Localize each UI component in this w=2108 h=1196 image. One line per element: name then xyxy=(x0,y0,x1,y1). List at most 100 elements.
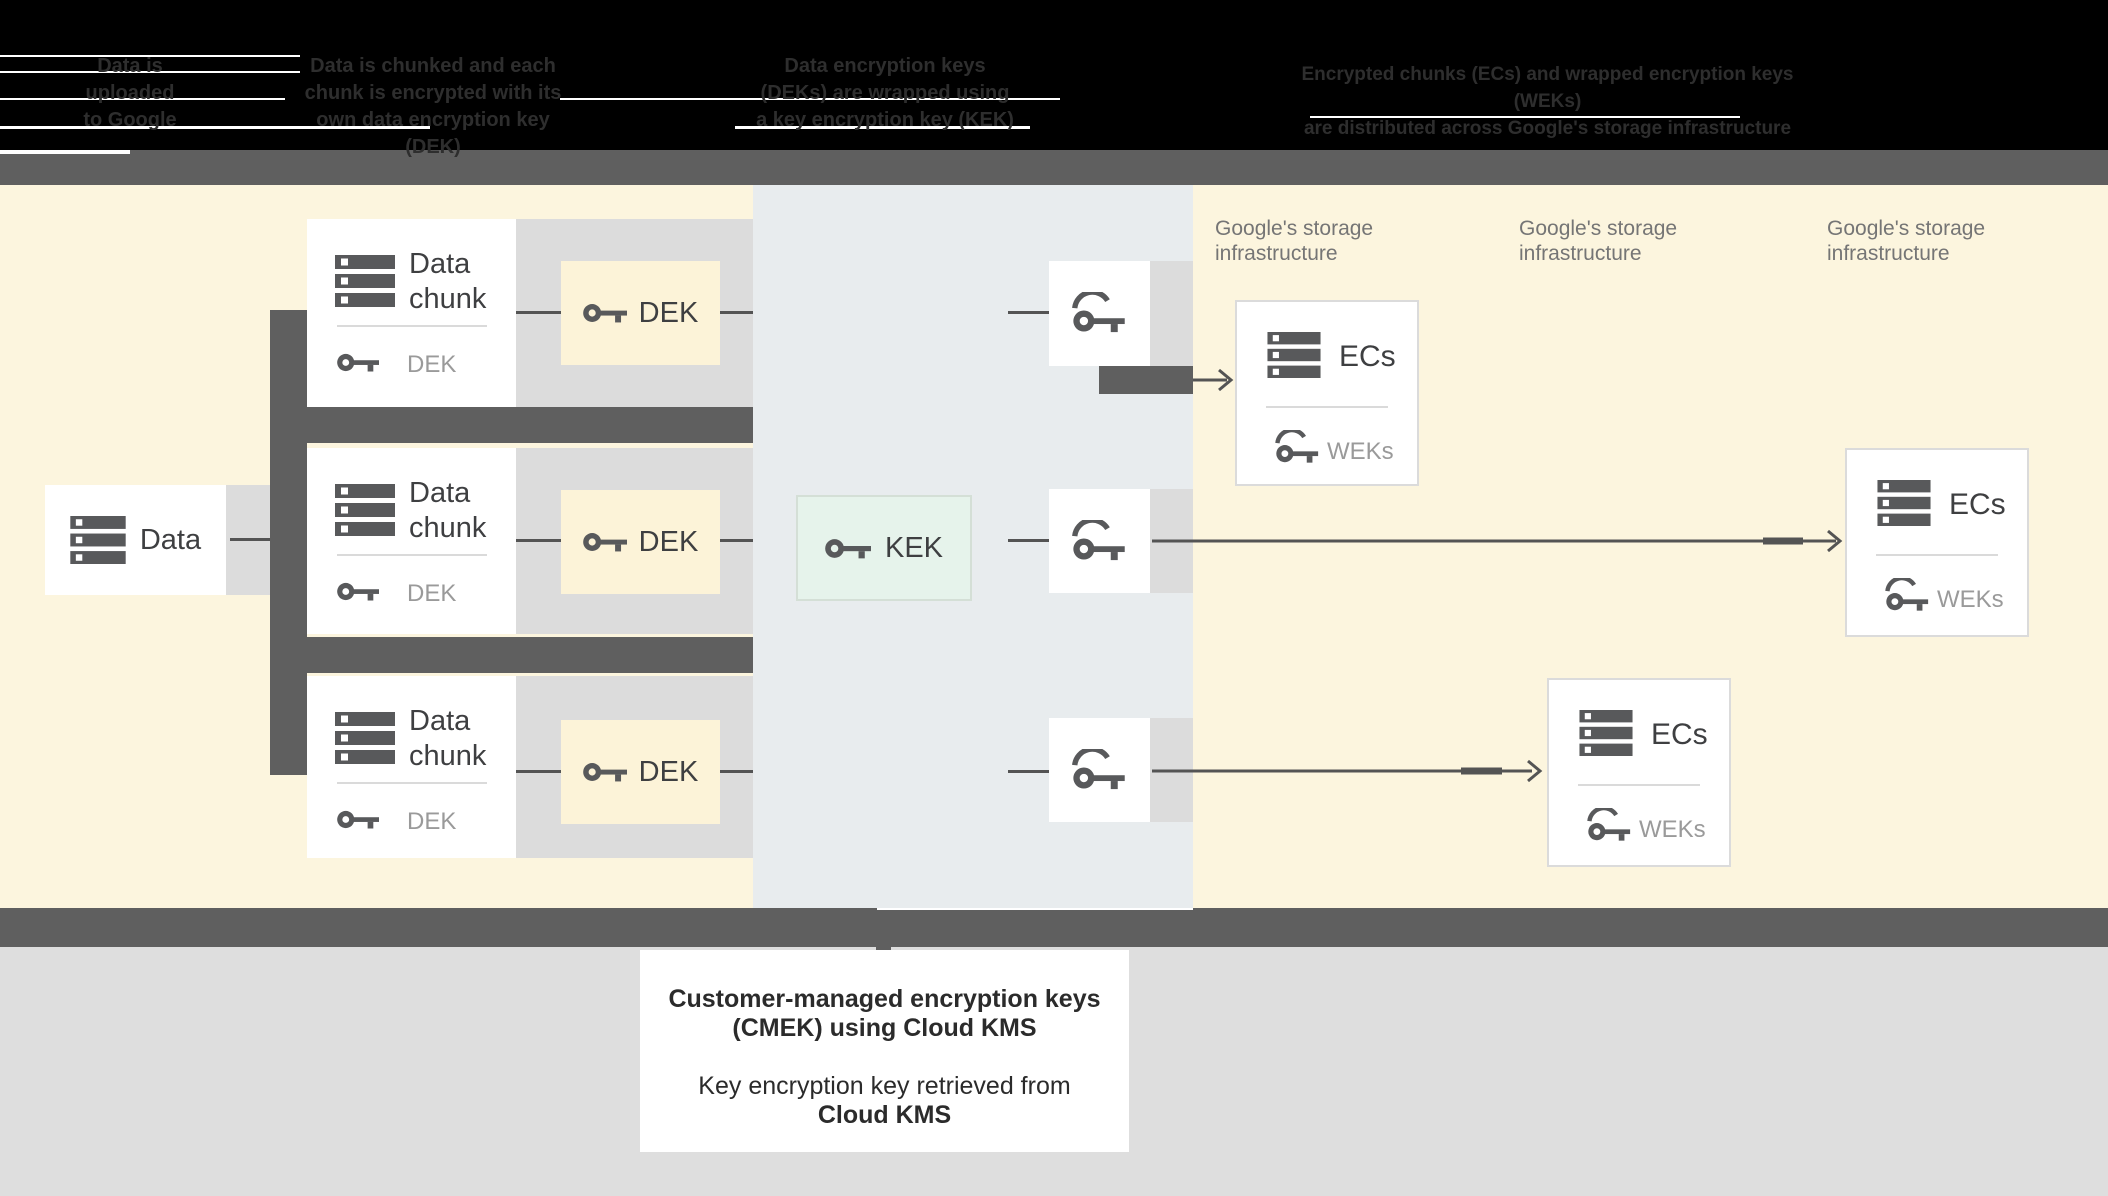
wrapped-key-box xyxy=(1049,261,1150,366)
key-icon xyxy=(825,536,871,561)
connector xyxy=(720,539,753,542)
storage-infrastructure-line: infrastructure xyxy=(1827,242,1950,265)
ecs-box: ECs WEKs xyxy=(1547,678,1731,867)
kek-label: KEK xyxy=(884,531,944,564)
storage-icon xyxy=(1265,332,1323,378)
dek-label: DEK xyxy=(638,755,699,788)
bottom-bar xyxy=(0,908,2108,947)
caption-body-line: Cloud KMS xyxy=(817,1101,952,1129)
connector xyxy=(516,770,561,773)
storage-infrastructure-line: infrastructure xyxy=(1215,242,1338,265)
connector xyxy=(1008,770,1049,773)
connector xyxy=(1008,539,1049,542)
connector xyxy=(720,311,753,314)
key-icon xyxy=(583,760,627,784)
chunk-dek-label: DEK xyxy=(407,808,457,835)
header-step-1: Data is uploaded to Google xyxy=(20,53,240,134)
storage-icon xyxy=(335,484,395,536)
chunk-label: Data chunk xyxy=(409,704,486,774)
storage-infrastructure-label: Google's storage infrastructure xyxy=(1827,216,1985,266)
fanout-trunk xyxy=(270,310,307,775)
data-chunk-box: Data chunk DEK xyxy=(307,219,516,407)
dek-box: DEK xyxy=(561,490,720,594)
header-step-1-line: to Google xyxy=(83,109,177,131)
glitch-line xyxy=(0,55,300,57)
weks-label: WEKs xyxy=(1327,438,1394,465)
wrapped-key-box xyxy=(1049,489,1150,593)
glitch-line xyxy=(560,98,1060,100)
key-icon xyxy=(583,530,627,554)
storage-infrastructure-line: Google's storage xyxy=(1519,217,1678,240)
wrapped-key-icon xyxy=(1885,578,1931,613)
header-step-4-line: are distributed across Google's storage … xyxy=(1303,118,1792,139)
header-step-2-line: chunk is encrypted with its xyxy=(304,82,562,104)
storage-infrastructure-line: infrastructure xyxy=(1519,242,1642,265)
ecs-label: ECs xyxy=(1949,488,2006,521)
header-step-4: Encrypted chunks (ECs) and wrapped encry… xyxy=(1290,61,1805,142)
connector xyxy=(516,311,561,314)
header-step-3-line: a key encryption key (KEK) xyxy=(756,109,1014,131)
chunk-label-line: Data xyxy=(409,248,471,280)
data-label: Data xyxy=(139,523,202,556)
chunk-label-line: chunk xyxy=(409,283,487,315)
storage-infrastructure-label: Google's storage infrastructure xyxy=(1215,216,1373,266)
chunk-dek-label: DEK xyxy=(407,351,457,378)
storage-infrastructure-line: Google's storage xyxy=(1827,217,1986,240)
caption-box: Customer-managed encryption keys (CMEK) … xyxy=(640,950,1129,1152)
ecs-box: ECs WEKs xyxy=(1845,448,2029,637)
wrapped-key-icon xyxy=(1072,520,1128,563)
divider xyxy=(1266,406,1388,408)
weks-label: WEKs xyxy=(1937,586,2004,613)
glitch-line xyxy=(1310,116,1740,118)
header-step-2: Data is chunked and each chunk is encryp… xyxy=(288,53,578,161)
ecs-label: ECs xyxy=(1651,718,1708,751)
key-icon xyxy=(337,580,379,603)
glitch-line xyxy=(877,908,1193,910)
separator-bar xyxy=(0,150,2108,185)
wrapped-key-box xyxy=(1049,718,1150,822)
header-step-2-line: own data encryption key (DEK) xyxy=(316,109,550,158)
ecs-label: ECs xyxy=(1339,340,1396,373)
wrapped-key-icon xyxy=(1275,430,1321,465)
chunk-dek-label: DEK xyxy=(407,580,457,607)
ecs-box: ECs WEKs xyxy=(1235,300,1419,486)
wrapped-key-icon xyxy=(1587,808,1633,843)
storage-icon xyxy=(1577,710,1635,756)
storage-icon xyxy=(335,712,395,764)
key-icon xyxy=(337,351,379,374)
chunk-label-line: chunk xyxy=(409,740,487,772)
header-step-1-line: Data is xyxy=(97,55,163,77)
header-band: Data is uploaded to Google Data is chunk… xyxy=(0,0,2108,158)
header-step-3: Data encryption keys (DEKs) are wrapped … xyxy=(735,53,1035,134)
glitch-line xyxy=(0,98,285,100)
divider xyxy=(1578,784,1700,786)
connector xyxy=(1008,311,1049,314)
header-step-3-line: (DEKs) are wrapped using xyxy=(760,82,1010,104)
key-box-band xyxy=(1150,261,1193,366)
glitch-line xyxy=(0,150,130,154)
row-gap-bar xyxy=(270,637,753,673)
chunk-label: Data chunk xyxy=(409,476,486,546)
storage-icon xyxy=(70,516,126,564)
header-step-3-line: Data encryption keys xyxy=(784,55,986,77)
arrow-to-ecs-2 xyxy=(1152,529,1843,553)
glitch-line xyxy=(735,126,1030,129)
divider xyxy=(337,554,487,556)
divider xyxy=(337,325,487,327)
caption-notch xyxy=(876,947,891,951)
caption-title-line: Customer-managed encryption keys xyxy=(668,985,1101,1013)
glitch-line xyxy=(0,71,300,73)
arrow-to-ecs-1 xyxy=(1193,368,1234,392)
row-gap-bar xyxy=(270,407,753,443)
data-chunk-box: Data chunk DEK xyxy=(307,448,516,634)
caption-spacer xyxy=(640,1043,1129,1072)
storage-infrastructure-label: Google's storage infrastructure xyxy=(1519,216,1677,266)
divider xyxy=(337,782,487,784)
chunk-label: Data chunk xyxy=(409,247,486,317)
dek-label: DEK xyxy=(638,296,699,329)
dek-box: DEK xyxy=(561,720,720,824)
dek-label: DEK xyxy=(638,525,699,558)
wrapped-key-icon xyxy=(1072,749,1128,792)
weks-label: WEKs xyxy=(1639,816,1706,843)
